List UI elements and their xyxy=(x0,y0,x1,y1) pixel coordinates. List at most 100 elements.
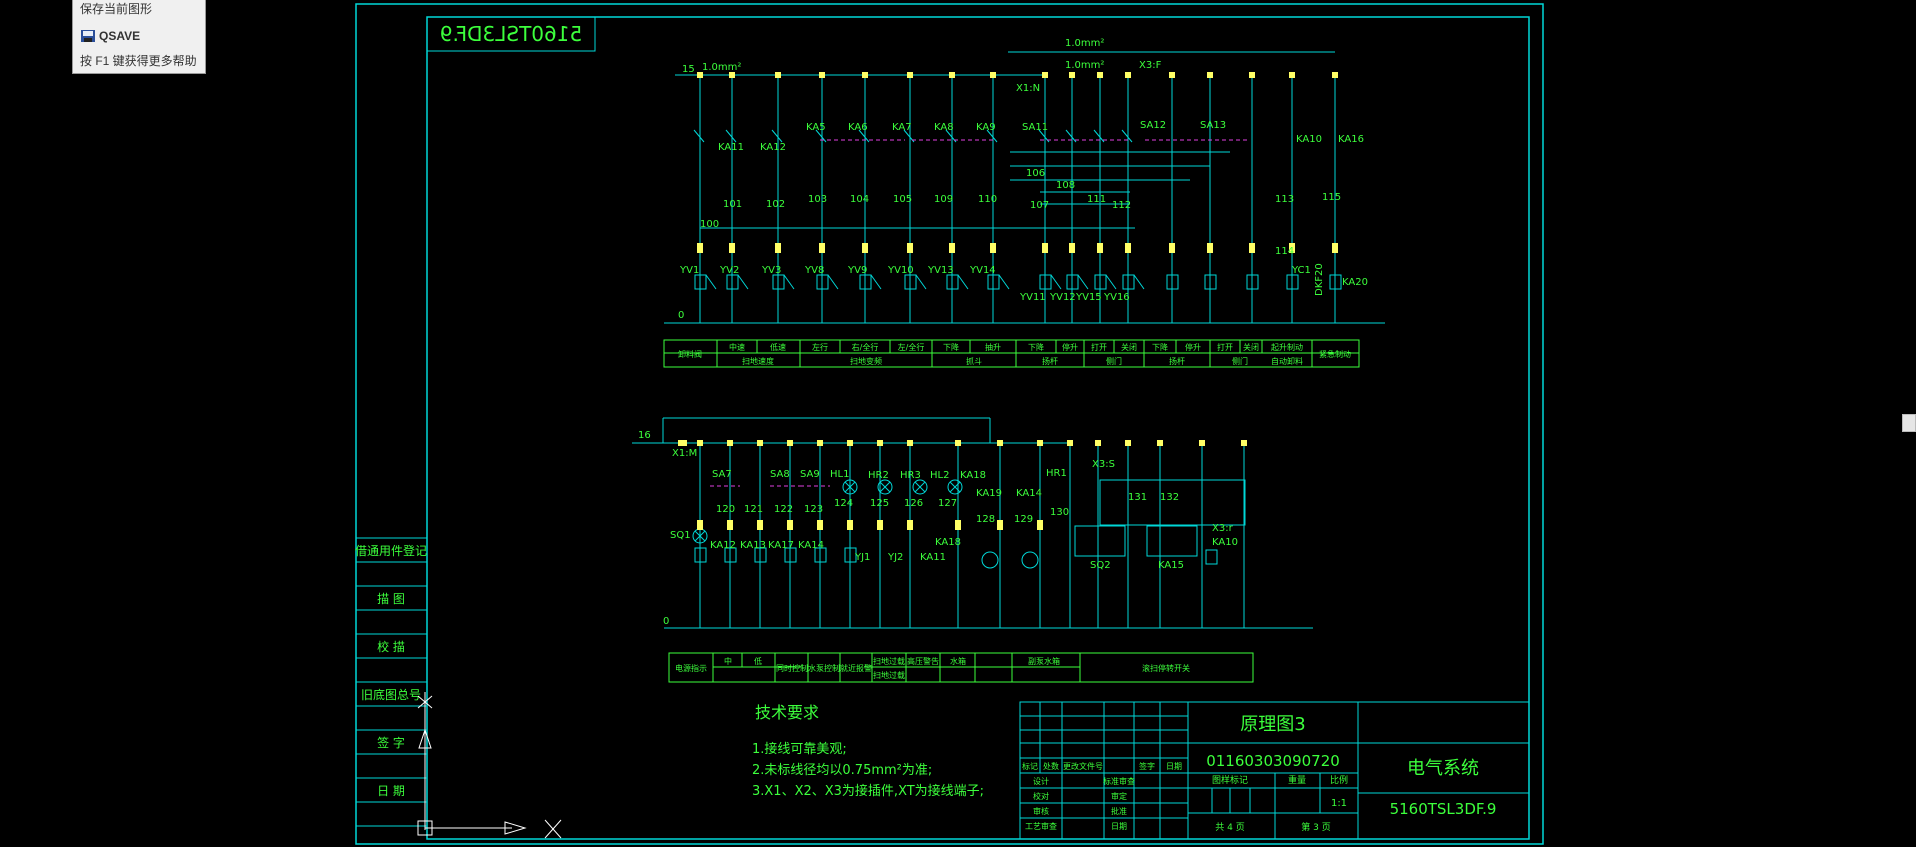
upper-table-c6: 左/全行 xyxy=(898,342,925,352)
save-icon xyxy=(81,30,95,42)
tooltip-title: 保存当前图形 xyxy=(80,2,153,16)
upper-table-c9: 下降 xyxy=(1028,342,1044,352)
lower-table-c3: 低 xyxy=(754,656,762,666)
relay-label-7: SA11 xyxy=(1022,122,1048,133)
lamp-icon-3 xyxy=(912,479,928,495)
lower-table-c6: 就近报警 xyxy=(840,663,872,673)
contact-11 xyxy=(1121,129,1133,143)
title-block-name: 原理图3 xyxy=(1240,714,1305,735)
tb-header-2: 处数 xyxy=(1043,761,1059,771)
terminal-11 xyxy=(1125,243,1131,253)
lower-wire-label-2: 122 xyxy=(774,504,793,515)
lower-table-c2: 中 xyxy=(724,656,732,666)
tb-header-1: 标记 xyxy=(1022,761,1038,771)
lower-node-11 xyxy=(1067,440,1073,446)
valve-label-6: YV13 xyxy=(927,265,954,276)
upper-table-r2-5: 侧门 xyxy=(1106,356,1122,366)
relay-label-2: KA5 xyxy=(806,122,826,133)
tb-role2-2: 审定 xyxy=(1111,791,1127,801)
inner-frame xyxy=(426,16,1530,840)
contact-1 xyxy=(725,129,737,143)
upper-terminal: X1:N xyxy=(1016,83,1040,94)
coil-8 xyxy=(1039,274,1052,290)
upper-table-c18: 紧急制动 xyxy=(1319,349,1351,359)
relay-label-1: KA12 xyxy=(760,142,786,153)
lower-table-c8: 扫地过载 xyxy=(873,670,905,680)
lower-label-19: KA13 xyxy=(740,540,766,551)
lower-label-3: HL1 xyxy=(830,469,849,480)
terminal-4 xyxy=(862,243,868,253)
notes-line-2: 2.未标线径均以0.75mm²为准; xyxy=(752,763,932,778)
wire-label-10: 112 xyxy=(1112,200,1131,211)
coil-10 xyxy=(1094,274,1107,290)
lamp-x2-1 xyxy=(844,481,856,493)
node-16 xyxy=(1332,72,1338,78)
terminal-2 xyxy=(775,243,781,253)
lower-wire-label-11: 131 xyxy=(1128,492,1147,503)
lower-node-10 xyxy=(1037,440,1043,446)
left-side-table xyxy=(356,537,427,827)
lower-label-9: KA14 xyxy=(1016,488,1042,499)
diode-4 xyxy=(870,274,882,290)
lower-node-15 xyxy=(1199,440,1205,446)
node-4 xyxy=(862,72,868,78)
lower-table-c1: 电源指示 xyxy=(675,663,707,673)
left-label-4: 旧底图总号 xyxy=(361,687,421,702)
node-2 xyxy=(775,72,781,78)
upper-table-c10: 停升 xyxy=(1062,342,1078,352)
lower-label-1: SA8 xyxy=(770,469,790,480)
lower-node-12 xyxy=(1095,440,1101,446)
terminal-1 xyxy=(729,243,735,253)
lamp-x2-4 xyxy=(949,481,961,493)
wire-label-8: 108 xyxy=(1056,180,1075,191)
upper-table-c15: 打开 xyxy=(1217,342,1233,352)
title-block-code: 01160303090720 xyxy=(1206,752,1340,770)
sq1-box xyxy=(1074,525,1126,557)
lower-wire-label-6: 126 xyxy=(904,498,923,509)
lower-terminal-7 xyxy=(907,520,913,530)
relay-label-8: SA12 xyxy=(1140,120,1166,131)
lower-label-4: HR2 xyxy=(868,470,889,481)
lower-node-0 xyxy=(697,440,703,446)
lower-terminal-10 xyxy=(1037,520,1043,530)
coil-7 xyxy=(987,274,1000,290)
lower-wire-label-0: 120 xyxy=(716,504,735,515)
lamp-x2-0 xyxy=(694,530,706,542)
coil-6 xyxy=(946,274,959,290)
relay-label-0: KA11 xyxy=(718,142,744,153)
diode-1 xyxy=(737,274,749,290)
node-8 xyxy=(1042,72,1048,78)
node-0 xyxy=(697,72,703,78)
lower-table-c12: 滚扫停转开关 xyxy=(1142,663,1190,673)
node-5 xyxy=(907,72,913,78)
upper-table-r2-8: 自动卸料 xyxy=(1271,356,1303,366)
upper-table-c5: 右/全行 xyxy=(852,342,879,352)
title-block-stage: 图样标记 xyxy=(1212,774,1248,786)
wire-label-4: 105 xyxy=(893,194,912,205)
coil-1 xyxy=(726,274,739,290)
tb-header-4: 签字 xyxy=(1139,761,1155,771)
diode-8 xyxy=(1050,274,1062,290)
diode-5 xyxy=(915,274,927,290)
pump-icon-1 xyxy=(1021,551,1039,569)
valve-label-4: YV9 xyxy=(847,265,867,276)
terminal-12 xyxy=(1169,243,1175,253)
vertical-scrollbar-thumb[interactable] xyxy=(1902,414,1916,432)
coil-12 xyxy=(1166,274,1179,290)
lower-label-15: YJ1 xyxy=(854,552,870,563)
upper-table-c12: 关闭 xyxy=(1121,342,1137,352)
lower-label-21: KA14 xyxy=(798,540,824,551)
terminal-10 xyxy=(1097,243,1103,253)
valve-label-5: YV10 xyxy=(887,265,914,276)
outer-frame xyxy=(355,3,1544,845)
lower-coil-2 xyxy=(754,547,767,563)
lower-node-3 xyxy=(787,440,793,446)
contact-7 xyxy=(986,129,998,143)
relay-label-3: KA6 xyxy=(848,122,868,133)
diode-7 xyxy=(998,274,1010,290)
lower-node-9 xyxy=(997,440,1003,446)
tooltip-help: 按 F1 键获得更多帮助 xyxy=(80,54,197,68)
coil-4 xyxy=(859,274,872,290)
lamp-icon-1 xyxy=(842,479,858,495)
